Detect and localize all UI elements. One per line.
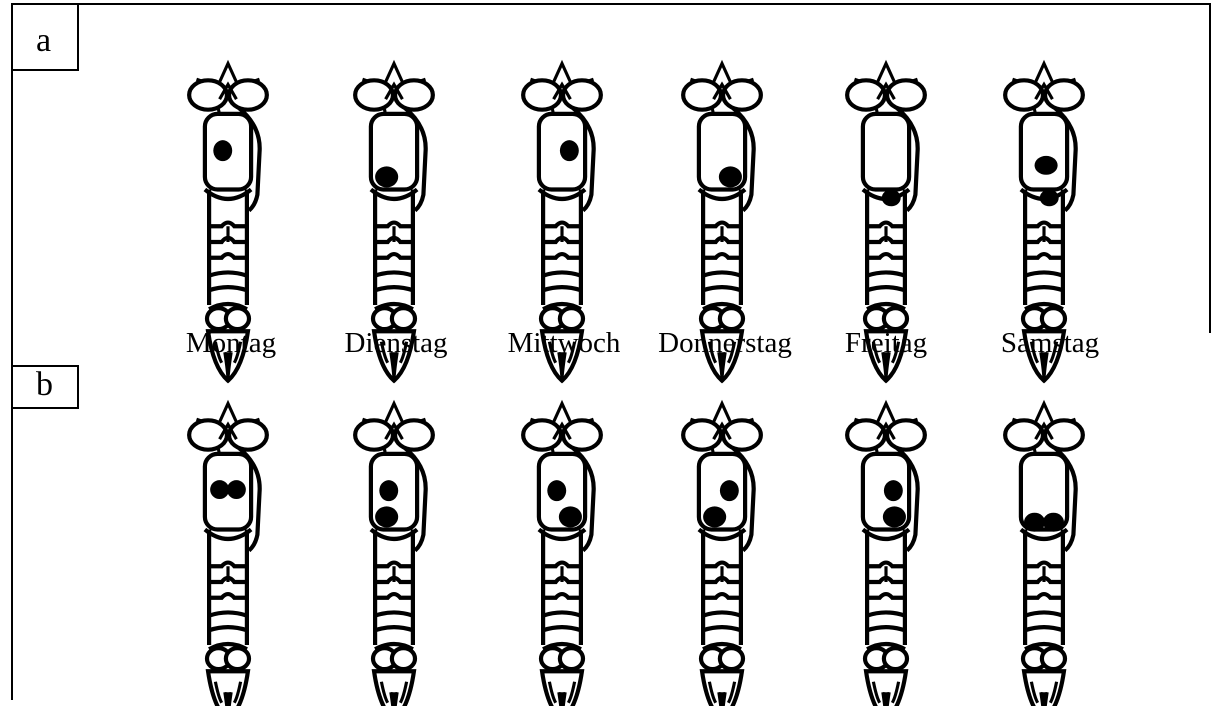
color-mark-dot (375, 166, 398, 187)
color-mark-dot (559, 506, 582, 527)
color-mark-dot (560, 140, 579, 161)
bee-b-samstag (1005, 404, 1083, 706)
color-mark-dot (1035, 156, 1058, 175)
color-mark-dot (1043, 513, 1064, 532)
day-label-mittwoch: Mittwoch (508, 327, 621, 359)
color-mark-dot (379, 480, 398, 501)
bee-b-dienstag (355, 404, 433, 706)
color-mark-dot (703, 506, 726, 527)
panel-b-label: b (36, 366, 53, 403)
color-mark-dot (720, 480, 739, 501)
panel-b-label-box: b (12, 366, 78, 408)
bee-b-mittwoch (523, 404, 601, 706)
color-mark-dot (1040, 190, 1059, 207)
day-labels: Montag Dienstag Mittwoch Donnerstag Frei… (186, 327, 1099, 359)
bee-b-montag (189, 404, 267, 706)
bee-b-donnerstag (683, 404, 761, 706)
color-mark-dot (213, 140, 232, 161)
panel-a-label-box: a (12, 4, 78, 70)
day-label-dienstag: Dienstag (344, 327, 447, 359)
day-label-samstag: Samstag (1001, 327, 1099, 359)
color-mark-dot (719, 166, 742, 187)
color-mark-dot (1024, 513, 1045, 532)
color-mark-dot (375, 506, 398, 527)
color-mark-dot (882, 190, 901, 207)
color-mark-dot (883, 506, 906, 527)
day-label-donnerstag: Donnerstag (658, 327, 792, 359)
day-label-montag: Montag (186, 327, 276, 359)
color-mark-dot (210, 480, 229, 499)
color-mark-dot (547, 480, 566, 501)
color-mark-dot (884, 480, 903, 501)
panel-a-label: a (36, 22, 51, 59)
color-mark-dot (227, 480, 246, 499)
bee-illustrations (189, 64, 1083, 706)
day-label-freitag: Freitag (845, 327, 927, 359)
bee-b-freitag (847, 404, 925, 706)
